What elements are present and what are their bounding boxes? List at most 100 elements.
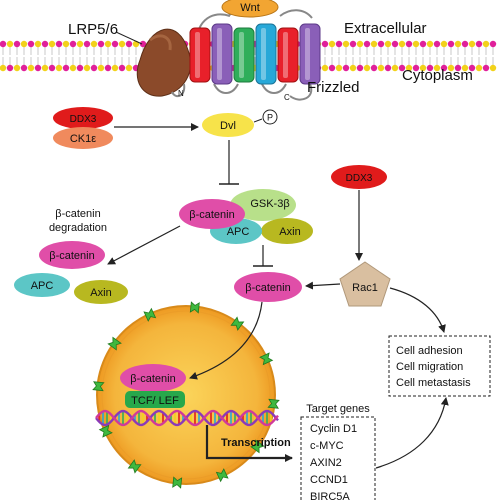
target-gene-2: c-MYC	[310, 440, 344, 452]
lipid-head	[468, 40, 476, 48]
lipid-head	[139, 40, 147, 48]
lipid-head	[419, 64, 427, 72]
lipid-head	[440, 64, 448, 72]
wnt-ligand	[221, 0, 279, 18]
lipid-head	[69, 64, 77, 72]
lipid-head	[405, 40, 413, 48]
lipid-head	[377, 64, 385, 72]
nuclear-pores	[92, 301, 280, 489]
lipid-head	[412, 64, 420, 72]
lrp-receptor	[136, 28, 191, 97]
frizzled-label: Frizzled	[307, 79, 360, 96]
lipid-head	[335, 40, 343, 48]
dvl-node	[202, 113, 254, 137]
bcat-degraded-node	[39, 241, 105, 269]
lipid-head	[111, 64, 119, 72]
lipid-head	[461, 40, 469, 48]
lipid-head	[398, 40, 406, 48]
lipid-head	[13, 64, 21, 72]
nuclear-pore	[143, 307, 157, 322]
apc-free-label: APC	[31, 280, 54, 292]
nuclear-pore	[98, 424, 113, 438]
tcf-lef-label: TCF/ LEF	[131, 395, 179, 407]
lipid-head	[83, 40, 91, 48]
axin-complex-label: Axin	[279, 226, 300, 238]
outcome-1: Cell adhesion	[396, 345, 463, 357]
bcat-nucleus-label: β-catenin	[130, 373, 175, 385]
axin-free-node	[74, 280, 128, 304]
lipid-head	[125, 40, 133, 48]
lipid-head	[321, 40, 329, 48]
ck1e-node	[53, 127, 113, 149]
lipid-head	[356, 64, 364, 72]
lipid-head	[321, 64, 329, 72]
lipid-head	[489, 64, 497, 72]
lipid-head	[328, 64, 336, 72]
lipid-head	[27, 40, 35, 48]
lipid-head	[20, 40, 28, 48]
lipid-head	[104, 40, 112, 48]
ddx3-top-node	[53, 107, 113, 129]
lipid-head	[55, 40, 63, 48]
phosphate-marker	[262, 109, 278, 125]
lipid-head	[335, 64, 343, 72]
rac1-label: Rac1	[352, 282, 378, 294]
lipid-head	[118, 64, 126, 72]
tcf-lef-node	[125, 391, 185, 408]
lipid-head	[356, 40, 364, 48]
frizzled-receptor	[171, 7, 321, 101]
lipid-head	[111, 40, 119, 48]
bcat-degraded-label: β-catenin	[49, 250, 94, 262]
lipid-head	[125, 64, 133, 72]
cytoplasm-label: Cytoplasm	[402, 67, 473, 84]
lipid-head	[349, 64, 357, 72]
apc-complex-label: APC	[227, 226, 250, 238]
outcomes-box	[388, 335, 491, 397]
lipid-head	[482, 40, 490, 48]
lipid-head	[482, 64, 490, 72]
bcat-free-node	[234, 272, 302, 302]
lipid-head	[41, 40, 49, 48]
lipid-head	[363, 40, 371, 48]
lrp-label: LRP5/6	[68, 21, 118, 38]
bcat-complex-label: β-catenin	[189, 209, 234, 221]
nuclear-pore	[250, 439, 265, 454]
lipid-head	[391, 64, 399, 72]
lipid-head	[83, 64, 91, 72]
bcat-free-label: β-catenin	[245, 282, 290, 294]
lipid-head	[454, 40, 462, 48]
lipid-head	[384, 40, 392, 48]
lipid-head	[34, 40, 42, 48]
lipid-head	[440, 40, 448, 48]
lipid-head	[13, 40, 21, 48]
lipid-head	[48, 64, 56, 72]
gsk3b-label: GSK-3β	[250, 198, 289, 210]
lipid-head	[0, 64, 7, 72]
lipid-head	[27, 64, 35, 72]
bcat-complex-node	[179, 199, 245, 229]
ddx3-right-node	[331, 165, 387, 189]
gsk3b-node	[230, 189, 296, 221]
lipid-head	[419, 40, 427, 48]
ddx3-top-label: DDX3	[70, 114, 97, 125]
lipid-head	[328, 40, 336, 48]
lipid-head	[454, 64, 462, 72]
bcat-degradation-title-1: β-catenin	[55, 208, 100, 220]
nuclear-pore	[92, 381, 105, 392]
lipid-head	[475, 40, 483, 48]
c-terminus-label: C	[284, 93, 290, 102]
lipid-head	[475, 64, 483, 72]
lipid-head	[426, 64, 434, 72]
lipid-head	[48, 40, 56, 48]
nuclear-pore	[267, 398, 280, 409]
outcome-2: Cell migration	[396, 361, 463, 373]
target-genes-title: Target genes	[306, 403, 370, 415]
target-gene-3: AXIN2	[310, 457, 342, 469]
lipid-head	[370, 40, 378, 48]
nuclear-pore	[127, 459, 142, 474]
wnt-label: Wnt	[240, 2, 260, 14]
lipid-head	[104, 64, 112, 72]
nuclear-pore	[215, 468, 229, 483]
target-gene-1: Cyclin D1	[310, 423, 357, 435]
nuclear-pore	[230, 316, 245, 331]
